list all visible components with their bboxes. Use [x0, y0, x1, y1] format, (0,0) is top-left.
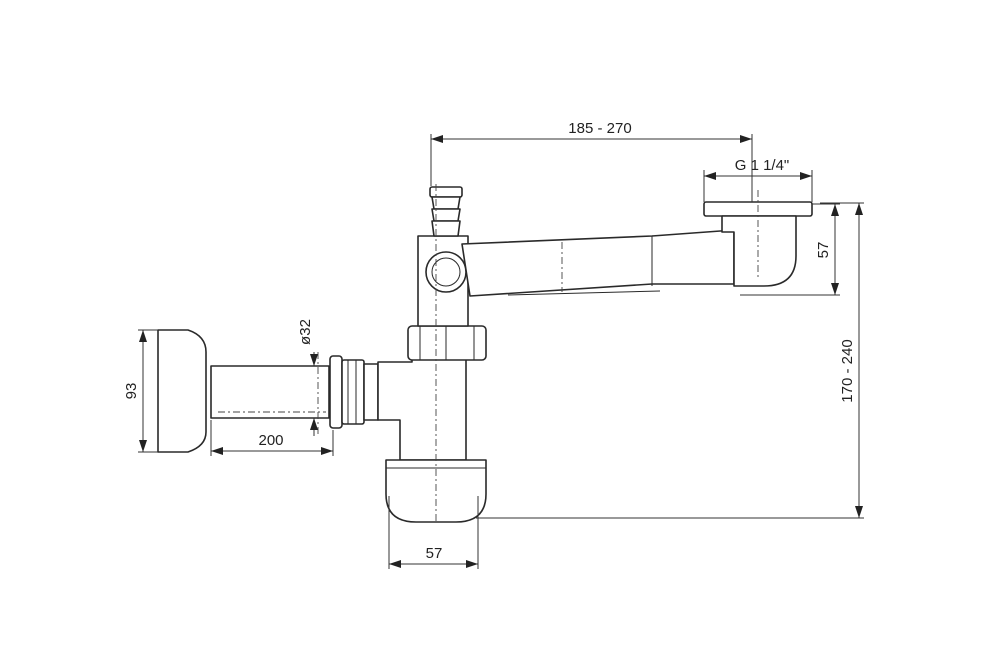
- dimension-thread: G 1 1/4": [703, 157, 813, 202]
- escutcheon-height-label: 93: [123, 383, 140, 400]
- dimension-outlet-length: 200: [210, 420, 334, 456]
- connecting-hose: [461, 229, 735, 297]
- dimension-horizontal-reach: 185 - 270: [430, 120, 753, 202]
- hose-nozzle: [429, 186, 463, 237]
- wall-escutcheon: [157, 329, 207, 453]
- dimension-escutcheon-height: 93: [123, 329, 158, 453]
- siphon-body: [377, 357, 487, 523]
- siphon-top-nut: [407, 325, 487, 361]
- bottle-width-label: 57: [426, 545, 443, 562]
- dimension-inlet-drop: 57: [740, 203, 840, 296]
- outlet-length-label: 200: [258, 432, 283, 449]
- outlet-pipe: [210, 365, 330, 419]
- horizontal-reach-label: 185 - 270: [568, 120, 631, 137]
- dimension-total-height: 170 - 240: [476, 202, 864, 519]
- upper-tee: [417, 235, 469, 327]
- pipe-diameter-label: ø32: [297, 319, 314, 345]
- total-height-label: 170 - 240: [839, 339, 856, 402]
- inlet-drop-label: 57: [815, 242, 832, 259]
- dimension-pipe-diameter: ø32: [297, 319, 318, 436]
- outlet-connector-nut: [329, 355, 379, 429]
- dimension-bottle-width: 57: [388, 496, 479, 569]
- thread-size-label: G 1 1/4": [735, 157, 790, 174]
